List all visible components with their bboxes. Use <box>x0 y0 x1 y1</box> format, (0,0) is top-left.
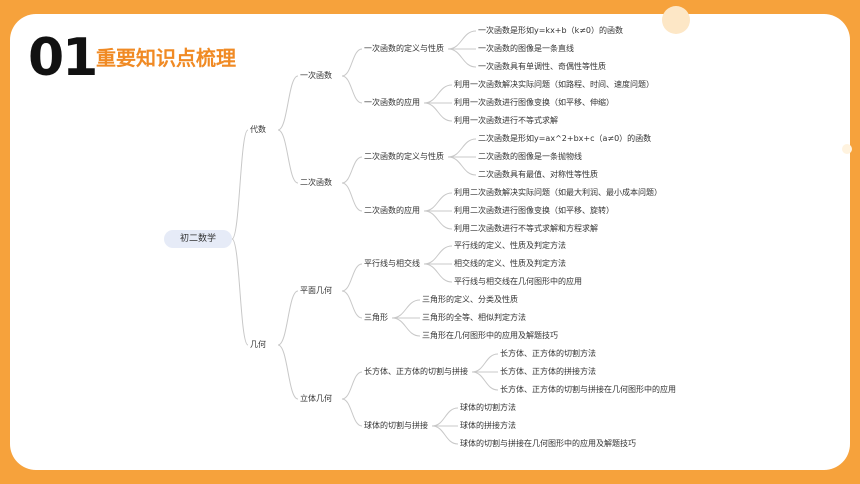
decorative-dot <box>842 144 852 154</box>
leaf-quadratic-application-2: 利用二次函数进行图像变换（如平移、旋转） <box>454 206 614 215</box>
leaf-sphere-3: 球体的切割与拼接在几何图形中的应用及解题技巧 <box>460 439 636 448</box>
node-linear-function: 一次函数 <box>300 71 332 80</box>
leaf-parallel-1: 平行线的定义、性质及判定方法 <box>454 241 566 250</box>
leaf-quadratic-definition-1: 二次函数是形如y=ax^2+bx+c（a≠0）的函数 <box>478 134 652 143</box>
leaf-sphere-1: 球体的切割方法 <box>460 403 516 412</box>
leaf-parallel-2: 相交线的定义、性质及判定方法 <box>454 259 566 268</box>
decorative-circle <box>662 6 690 34</box>
connector-quadratic-application <box>341 182 363 212</box>
connector-solid-sphere <box>341 398 363 427</box>
leaf-quadratic-application-3: 利用二次函数进行不等式求解和方程求解 <box>454 224 598 233</box>
connector-root-algebra <box>231 129 249 240</box>
connector-plane-triangle <box>341 290 363 319</box>
content-card <box>10 14 850 470</box>
node-quadratic-application: 二次函数的应用 <box>364 206 420 215</box>
node-geometry: 几何 <box>250 340 266 349</box>
mindmap-root: 初二数学 <box>164 230 232 248</box>
connector-geometry-plane <box>277 290 299 346</box>
leaf-triangle-1: 三角形的定义、分类及性质 <box>422 295 518 304</box>
node-algebra: 代数 <box>250 125 266 134</box>
node-sphere-cutting: 球体的切割与拼接 <box>364 421 428 430</box>
leaf-triangle-3: 三角形在几何图形中的应用及解题技巧 <box>422 331 558 340</box>
section-number: 01 <box>28 28 98 88</box>
leaf-parallel-3: 平行线与相交线在几何图形中的应用 <box>454 277 582 286</box>
connector-algebra-quadratic <box>277 129 299 184</box>
node-quadratic-definition: 二次函数的定义与性质 <box>364 152 444 161</box>
leaf-cuboid-1: 长方体、正方体的切割方法 <box>500 349 596 358</box>
connector-plane-parallel <box>341 263 363 292</box>
leaf-quadratic-application-1: 利用二次函数解决实际问题（如最大利润、最小成本问题） <box>454 188 662 197</box>
connector-solid-cuboid <box>341 371 363 400</box>
node-solid-geometry: 立体几何 <box>300 394 332 403</box>
node-linear-application: 一次函数的应用 <box>364 98 420 107</box>
connector-algebra-linear <box>277 75 299 131</box>
connector-root-geometry <box>231 238 249 346</box>
leaf-linear-application-1: 利用一次函数解决实际问题（如路程、时间、速度问题） <box>454 80 654 89</box>
leaf-linear-application-2: 利用一次函数进行图像变换（如平移、伸缩） <box>454 98 614 107</box>
leaf-cuboid-2: 长方体、正方体的拼接方法 <box>500 367 596 376</box>
node-cuboid-cutting: 长方体、正方体的切割与拼接 <box>364 367 468 376</box>
leaf-linear-definition-1: 一次函数是形如y=kx+b（k≠0）的函数 <box>478 26 624 35</box>
leaf-cuboid-3: 长方体、正方体的切割与拼接在几何图形中的应用 <box>500 385 676 394</box>
node-quadratic-function: 二次函数 <box>300 178 332 187</box>
node-triangle: 三角形 <box>364 313 388 322</box>
leaf-linear-definition-2: 一次函数的图像是一条直线 <box>478 44 574 53</box>
connector-geometry-solid <box>277 344 299 400</box>
connector-linear-application <box>341 75 363 104</box>
leaf-quadratic-definition-2: 二次函数的图像是一条抛物线 <box>478 152 582 161</box>
leaf-quadratic-definition-3: 二次函数具有最值、对称性等性质 <box>478 170 598 179</box>
node-plane-geometry: 平面几何 <box>300 286 332 295</box>
leaf-linear-application-3: 利用一次函数进行不等式求解 <box>454 116 558 125</box>
node-parallel-lines: 平行线与相交线 <box>364 259 420 268</box>
leaf-triangle-2: 三角形的全等、相似判定方法 <box>422 313 526 322</box>
leaf-linear-definition-3: 一次函数具有单调性、奇偶性等性质 <box>478 62 606 71</box>
connector-linear-definition <box>341 48 363 77</box>
connector-quadratic-definition <box>341 156 363 184</box>
leaf-sphere-2: 球体的拼接方法 <box>460 421 516 430</box>
section-title: 重要知识点梳理 <box>96 46 236 70</box>
node-linear-definition: 一次函数的定义与性质 <box>364 44 444 53</box>
